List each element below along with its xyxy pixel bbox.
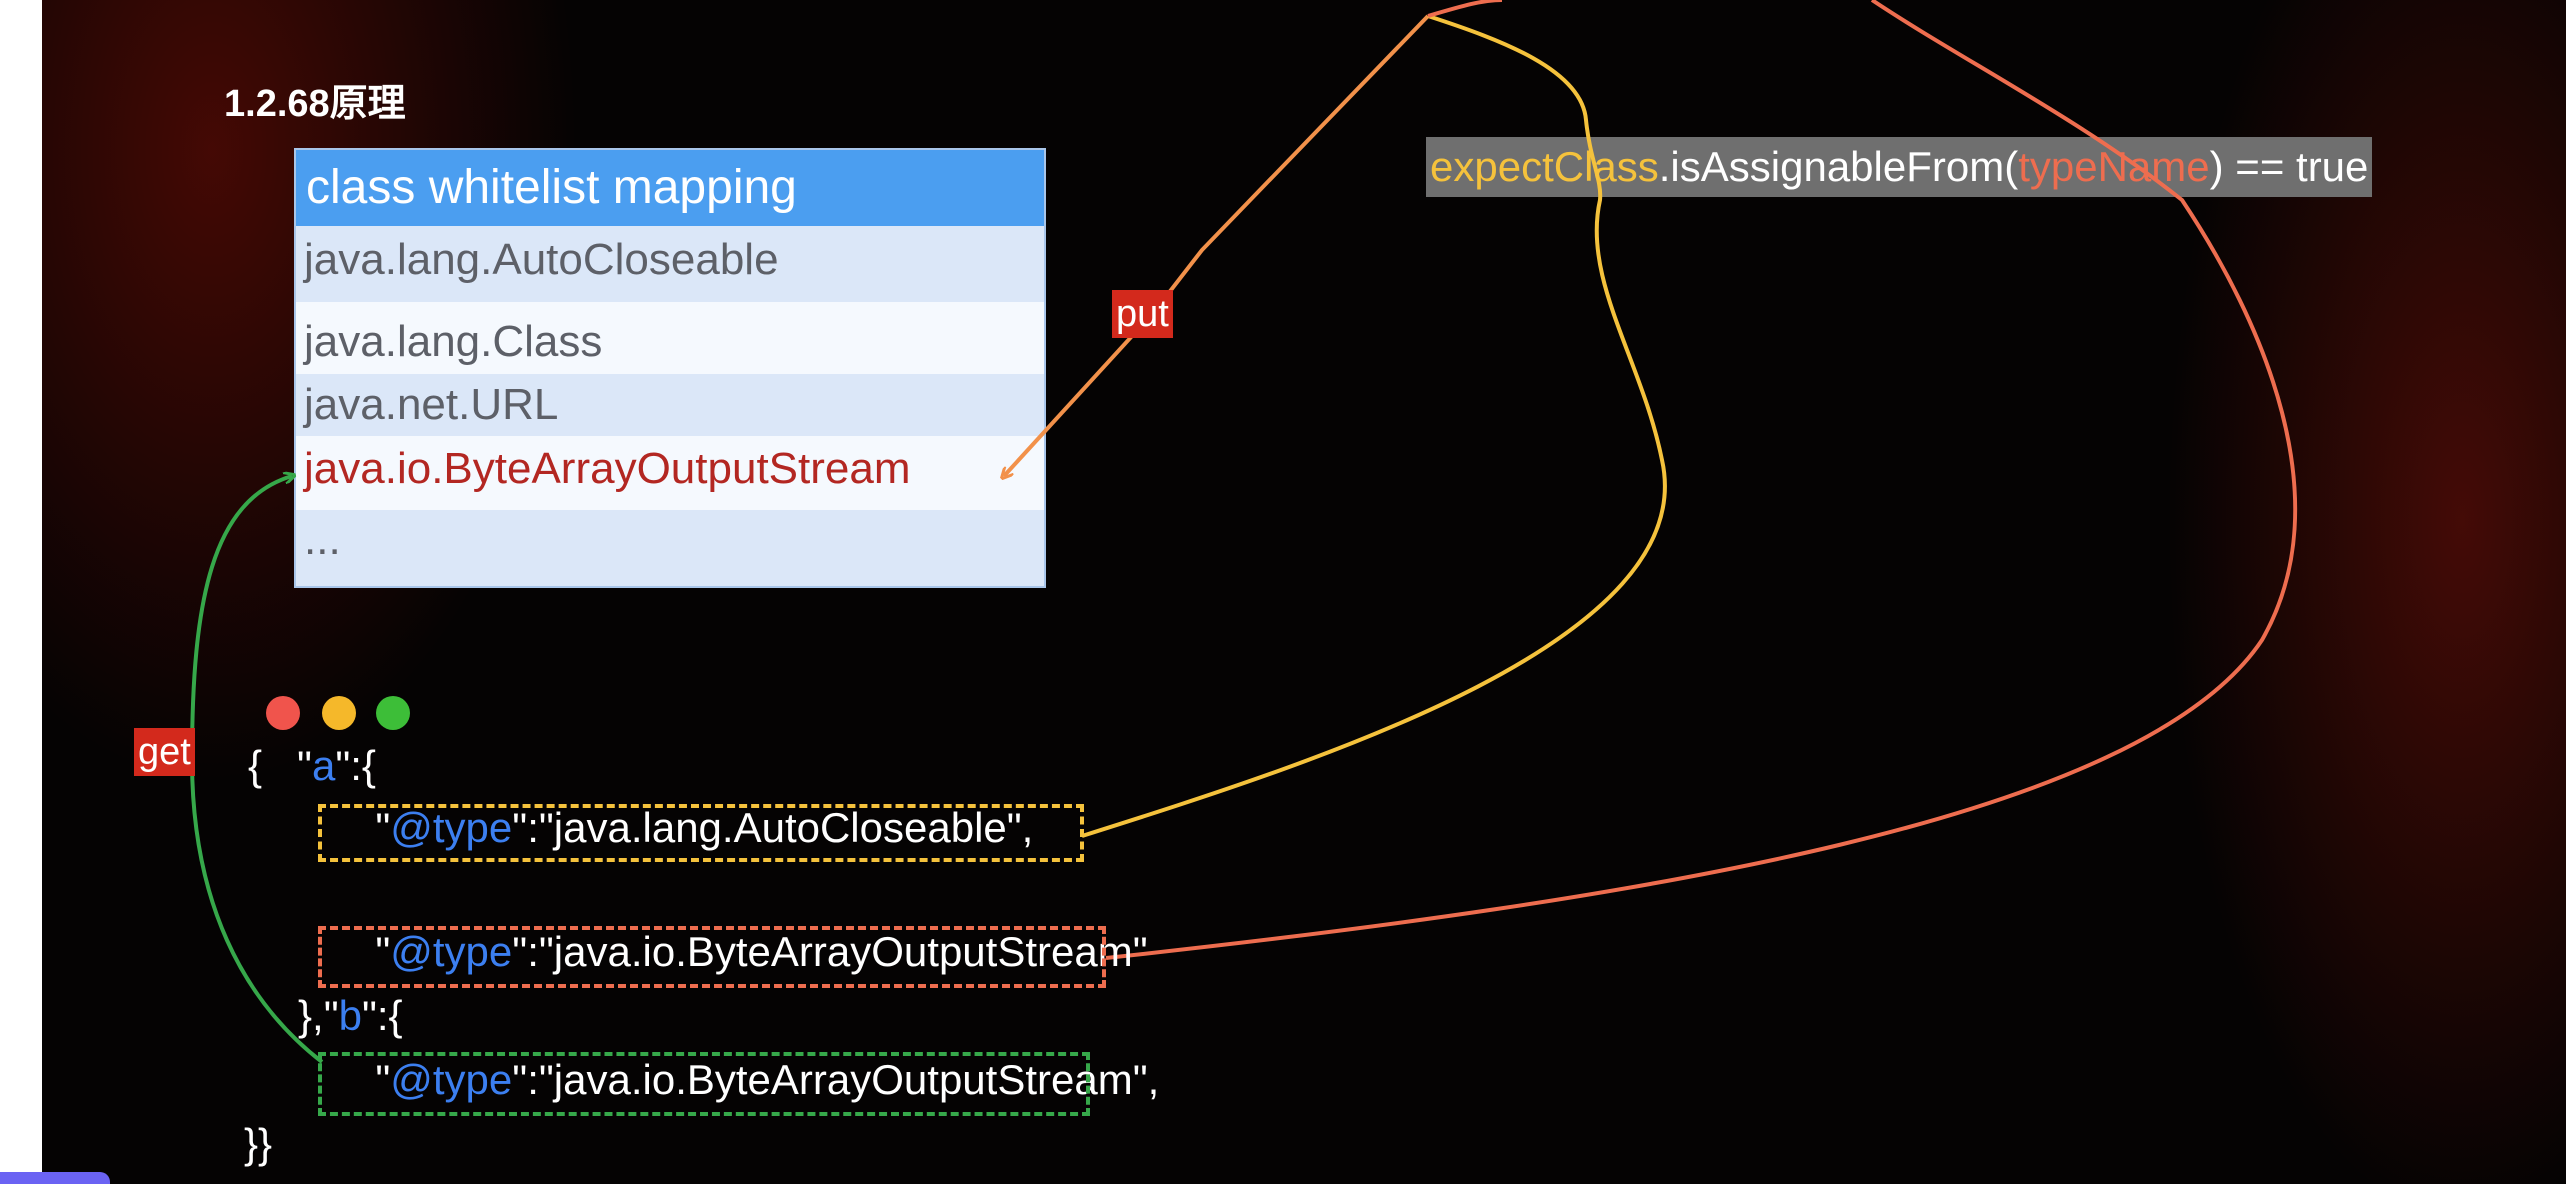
code-value: java.io.ByteArrayOutputStream: [553, 1056, 1133, 1103]
whitelist-row: java.lang.Class: [296, 302, 1044, 374]
code-punct: },": [298, 992, 339, 1039]
connector-lines: [189, 0, 2298, 1064]
code-line-4: },"b":{: [298, 990, 403, 1042]
close-dot-icon: [266, 696, 300, 730]
minimize-dot-icon: [322, 696, 356, 730]
whitelist-row: java.lang.AutoCloseable: [296, 226, 1044, 302]
code-type-key: @type: [390, 1056, 513, 1103]
whitelist-table: class whitelist mapping java.lang.AutoCl…: [294, 148, 1046, 588]
code-punct: ":{: [361, 992, 403, 1039]
assignable-expression: expectClass.isAssignableFrom(typeName) =…: [1426, 137, 2373, 197]
code-key-b: b: [338, 992, 362, 1039]
code-type-key: @type: [390, 928, 513, 975]
code-line-3: "@type":"java.io.ByteArrayOutputStream": [352, 928, 1148, 975]
code-punct: ":{: [335, 742, 376, 789]
put-arrow: [1004, 14, 1430, 476]
code-key-a: a: [311, 742, 336, 789]
whitelist-row-ellipsis: ...: [296, 510, 1044, 586]
code-line-2: "@type":"java.lang.AutoCloseable",: [352, 804, 1034, 851]
slide-title: 1.2.68原理: [224, 83, 406, 125]
autocloseable-highlight-box: [318, 804, 1084, 862]
corner-widget-edge[interactable]: [0, 1172, 110, 1184]
expect-class-token: expectClass: [1430, 143, 1659, 190]
expression-method: .isAssignableFrom(: [1658, 143, 2019, 190]
whitelist-header: class whitelist mapping: [296, 150, 1044, 226]
whitelist-row-highlighted: java.io.ByteArrayOutputStream: [296, 436, 1044, 510]
code-line-5: "@type":"java.io.ByteArrayOutputStream",: [352, 1056, 1160, 1103]
code-value: java.lang.AutoCloseable: [553, 804, 1007, 851]
baos-get-highlight-box: [318, 1052, 1090, 1116]
code-value: java.io.ByteArrayOutputStream: [553, 928, 1133, 975]
red-connector: [1105, 0, 2298, 960]
maximize-dot-icon: [376, 696, 410, 730]
yellow-connector: [1081, 14, 1667, 838]
baos-highlight-box: [318, 926, 1106, 988]
put-label: put: [1112, 290, 1173, 338]
get-label: get: [134, 728, 195, 776]
slide: 1.2.68原理 class whitelist mapping java.la…: [42, 0, 2566, 1184]
code-line-6: }}: [244, 1120, 273, 1167]
expression-tail: ) == true: [2209, 143, 2369, 190]
code-brace: {: [248, 742, 263, 789]
whitelist-row: java.net.URL: [296, 374, 1044, 436]
code-line-1: { "a":{: [248, 742, 376, 789]
code-type-key: @type: [390, 804, 513, 851]
